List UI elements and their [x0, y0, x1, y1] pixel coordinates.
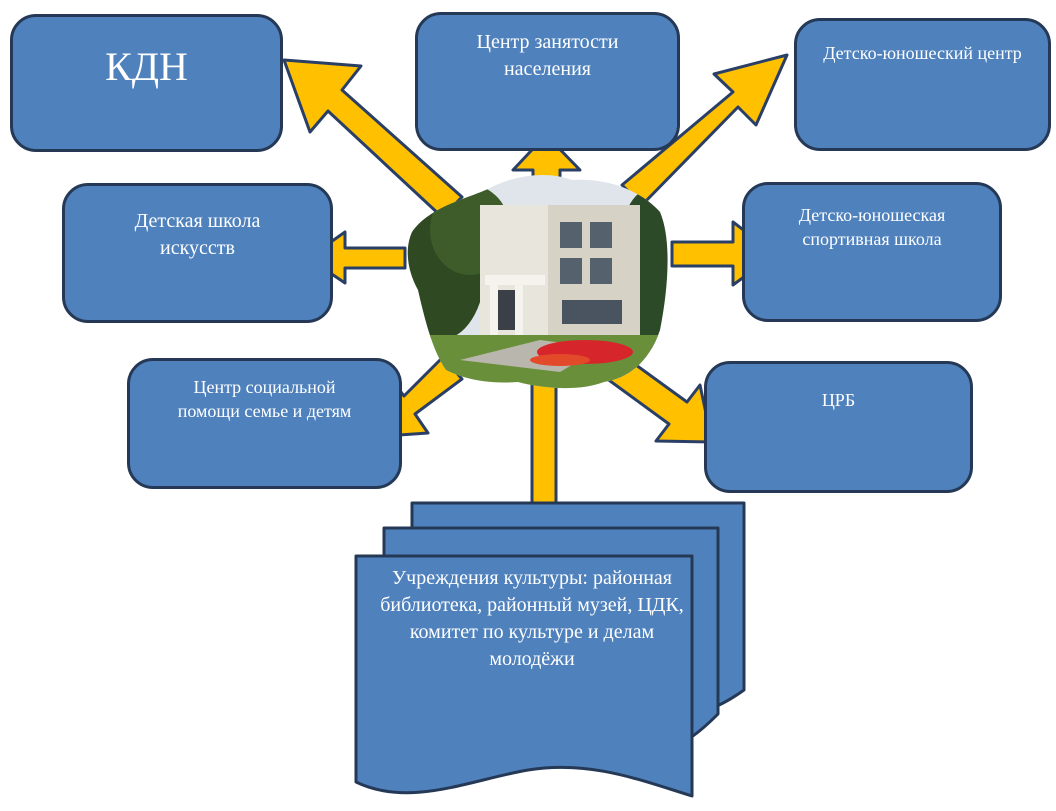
node-social-center-label: Центр социальной помощи семье и детям	[177, 377, 352, 422]
node-art-school: Детская школа искусств	[62, 183, 333, 323]
node-kdn: КДН	[10, 14, 283, 152]
node-art-school-label: Детская школа искусств	[134, 210, 261, 259]
node-employment-center-label: Центр занятости населения	[476, 31, 619, 80]
arrow-to-crb	[604, 355, 714, 444]
node-youth-center: Детско-юношеский центр	[794, 18, 1051, 151]
node-culture: Учреждения культуры: районная библиотека…	[372, 565, 692, 673]
node-crb: ЦРБ	[704, 361, 973, 493]
node-sports-school: Детско-юношеская спортивная школа	[742, 182, 1002, 322]
node-kdn-label: КДН	[105, 44, 188, 89]
node-sports-school-label: Детско-юношеская спортивная школа	[798, 205, 946, 250]
node-employment-center: Центр занятости населения	[415, 12, 680, 151]
arrow-to-youth-center	[620, 53, 789, 207]
arrow-to-kdn	[282, 58, 464, 219]
node-youth-center-label: Детско-юношеский центр	[823, 43, 1022, 63]
node-culture-label: Учреждения культуры: районная библиотека…	[380, 567, 684, 670]
node-crb-label: ЦРБ	[821, 390, 856, 410]
node-social-center: Центр социальной помощи семье и детям	[127, 358, 402, 489]
